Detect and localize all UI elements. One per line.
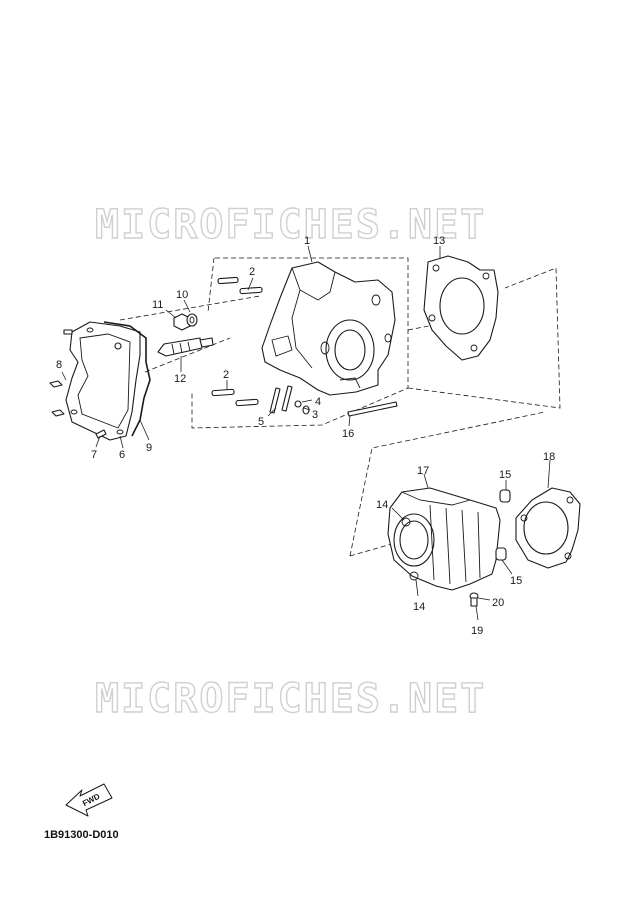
plug-bolt <box>294 400 310 415</box>
callout-20: 20 <box>492 597 504 609</box>
head-assembly-outline <box>119 257 561 557</box>
dowel-pins-lower <box>211 388 259 407</box>
head-cover <box>65 321 141 441</box>
callout-19: 19 <box>471 625 483 637</box>
callout-10: 10 <box>176 289 188 301</box>
callout-8: 8 <box>56 359 62 371</box>
callout-4: 4 <box>315 396 321 408</box>
cylinder-base-gasket <box>515 487 581 569</box>
callout-15-upper: 15 <box>499 469 511 481</box>
callout-15-lower: 15 <box>510 575 522 587</box>
callout-14-lower: 14 <box>413 601 425 613</box>
spark-plug <box>157 337 214 357</box>
cylinder-head <box>261 261 396 396</box>
callout-5: 5 <box>258 416 264 428</box>
callout-16: 16 <box>342 428 354 440</box>
watermark-top: MICROFICHES.NET <box>95 202 486 248</box>
dowel-pins-upper <box>217 276 263 295</box>
callout-1: 1 <box>304 235 310 247</box>
callout-13: 13 <box>433 235 445 247</box>
callout-17: 17 <box>417 465 429 477</box>
callout-18: 18 <box>543 451 555 463</box>
long-stud <box>347 401 398 417</box>
callout-11: 11 <box>152 299 163 311</box>
callout-6: 6 <box>119 449 125 461</box>
cover-bolts <box>49 329 122 439</box>
diagram-code: 1B91300-D010 <box>44 829 119 841</box>
drain-bolt <box>469 592 479 607</box>
callout-2-lower: 2 <box>223 369 229 381</box>
callout-12: 12 <box>174 373 186 385</box>
callout-3: 3 <box>312 409 318 421</box>
callout-14-upper: 14 <box>376 499 388 511</box>
nut-and-washer <box>173 313 198 331</box>
leader-lines <box>61 245 551 621</box>
cylinder <box>387 487 501 591</box>
cylinder-dowels <box>495 489 511 561</box>
studs <box>269 385 293 414</box>
fwd-arrow-icon: FWD <box>65 783 113 817</box>
callout-2-upper: 2 <box>249 266 255 278</box>
callout-7: 7 <box>91 449 97 461</box>
cylinder-head-gasket <box>423 255 499 361</box>
head-cover-gasket <box>103 321 151 437</box>
watermark-bottom: MICROFICHES.NET <box>95 676 486 722</box>
callout-9: 9 <box>146 442 152 454</box>
